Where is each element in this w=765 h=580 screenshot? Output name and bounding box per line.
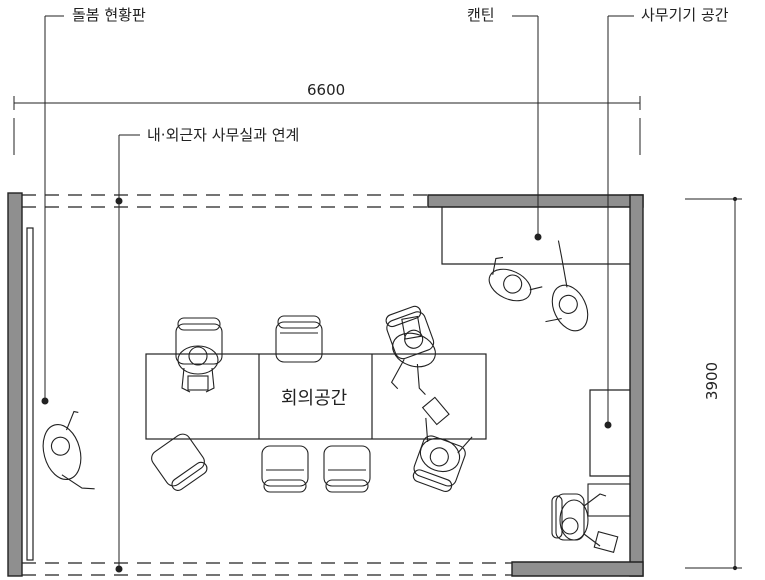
right-wall (629, 194, 644, 577)
label-care-board: 돌봄 현황판 (72, 6, 146, 24)
walls (7, 192, 644, 577)
left-wall (7, 192, 23, 577)
canteen-counter (441, 207, 630, 265)
dimension-depth-label: 3900 (703, 361, 722, 401)
chair (151, 433, 208, 491)
chair (412, 435, 466, 493)
dimension-width-label: 6600 (307, 81, 346, 99)
chair (261, 445, 309, 493)
care-board (26, 227, 34, 561)
chair (175, 317, 223, 365)
chairs (151, 305, 585, 541)
person (488, 256, 543, 302)
person (419, 396, 473, 473)
dimension-width (13, 96, 641, 155)
dimension-depth (685, 196, 742, 571)
person (42, 410, 95, 490)
chair (385, 305, 435, 360)
dashed-openings (22, 194, 512, 576)
person (177, 345, 219, 393)
chair (323, 445, 371, 493)
leaders (41, 15, 634, 573)
label-meeting-space: 회의공간 (281, 388, 348, 409)
top-right-wall (427, 194, 644, 208)
label-office-link: 내·외근자 사무실과 연계 (147, 126, 300, 144)
chair (275, 315, 323, 363)
meeting-table (145, 353, 487, 440)
label-canteen: 캔틴 (467, 6, 495, 24)
bottom-right-wall (511, 561, 644, 577)
person (545, 240, 589, 332)
people (42, 240, 607, 547)
equipment-cabinet (589, 389, 630, 477)
label-office-equipment: 사무기기 공간 (641, 6, 729, 24)
person (559, 493, 607, 547)
person (390, 315, 436, 395)
chair (551, 493, 585, 541)
office-desk (587, 483, 631, 553)
